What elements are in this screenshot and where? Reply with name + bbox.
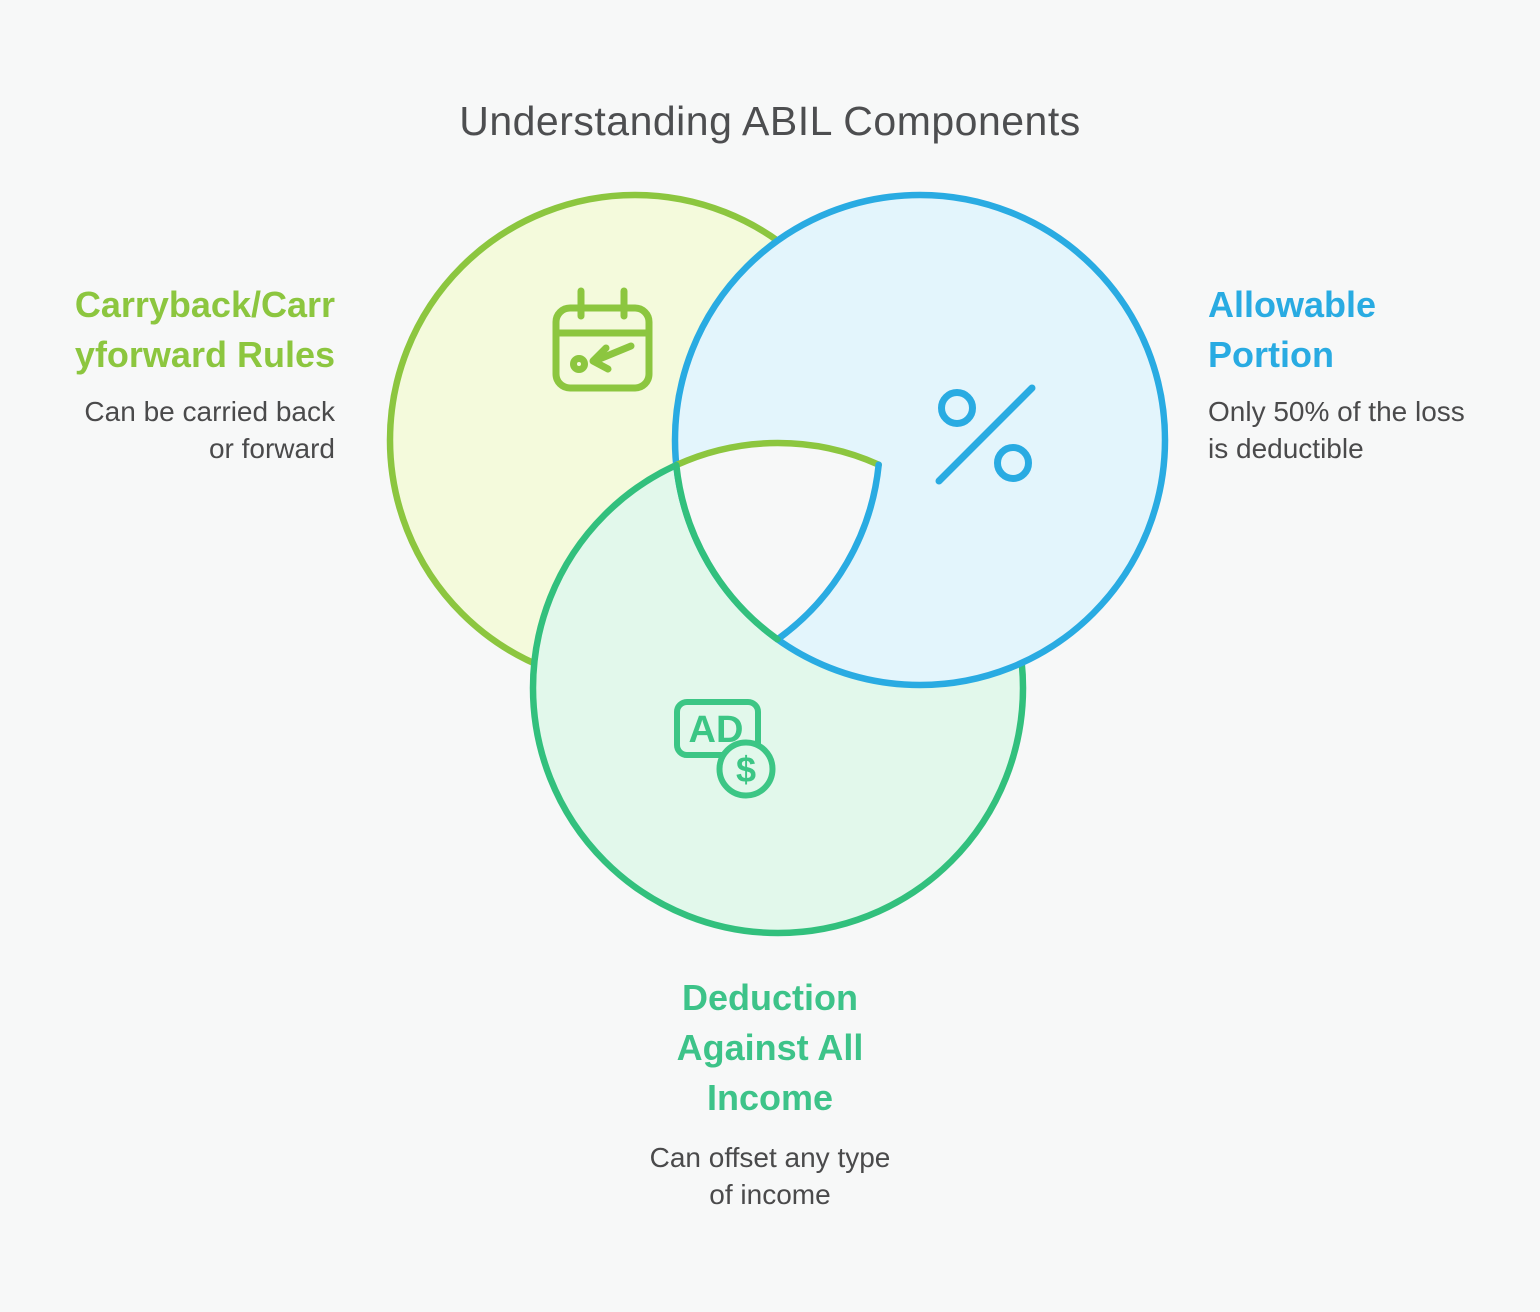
deduction-heading-line3: Income <box>706 1077 834 1118</box>
calendar-carryback-icon <box>552 287 653 392</box>
label-deduction: Deduction Against All Income Can offset … <box>520 973 1020 1213</box>
deduction-desc-line1: Can offset any type <box>649 1142 891 1173</box>
allowable-heading: Allowable Portion <box>1208 280 1528 380</box>
allowable-desc-line2: is deductible <box>1208 433 1364 464</box>
allowable-heading-line1: Allowable <box>1208 284 1377 325</box>
carryback-heading-line2: yforward Rules <box>74 334 335 375</box>
dollar-coin-circle <box>716 739 776 799</box>
deduction-heading-line2: Against All <box>676 1027 864 1068</box>
page-title: Understanding ABIL Components <box>459 98 1081 144</box>
dollar-icon-text: $ <box>736 749 756 790</box>
label-allowable: Allowable Portion Only 50% of the loss i… <box>1208 280 1528 467</box>
carryback-heading: Carryback/Carr yforward Rules <box>0 280 335 380</box>
percent-icon <box>935 384 1036 485</box>
deduction-desc-line2: of income <box>709 1179 831 1210</box>
allowable-description: Only 50% of the loss is deductible <box>1208 393 1528 467</box>
carryback-desc-line2: or forward <box>208 433 335 464</box>
weave-arc-blue <box>774 461 882 643</box>
carryback-desc-line1: Can be carried back <box>84 396 335 427</box>
weave-arc-olive <box>673 439 882 469</box>
weave-arc-emerald <box>673 461 781 643</box>
label-carryback: Carryback/Carr yforward Rules Can be car… <box>0 280 335 467</box>
deduction-heading-line1: Deduction <box>682 977 858 1018</box>
carryback-heading-line1: Carryback/Carr <box>74 284 335 325</box>
deduction-description: Can offset any type of income <box>520 1139 1020 1213</box>
allowable-desc-line1: Only 50% of the loss <box>1208 396 1465 427</box>
deduction-heading: Deduction Against All Income <box>520 973 1020 1123</box>
ad-dollar-icon: AD $ <box>674 699 776 799</box>
allowable-heading-line2: Portion <box>1208 334 1334 375</box>
carryback-description: Can be carried back or forward <box>0 393 335 467</box>
